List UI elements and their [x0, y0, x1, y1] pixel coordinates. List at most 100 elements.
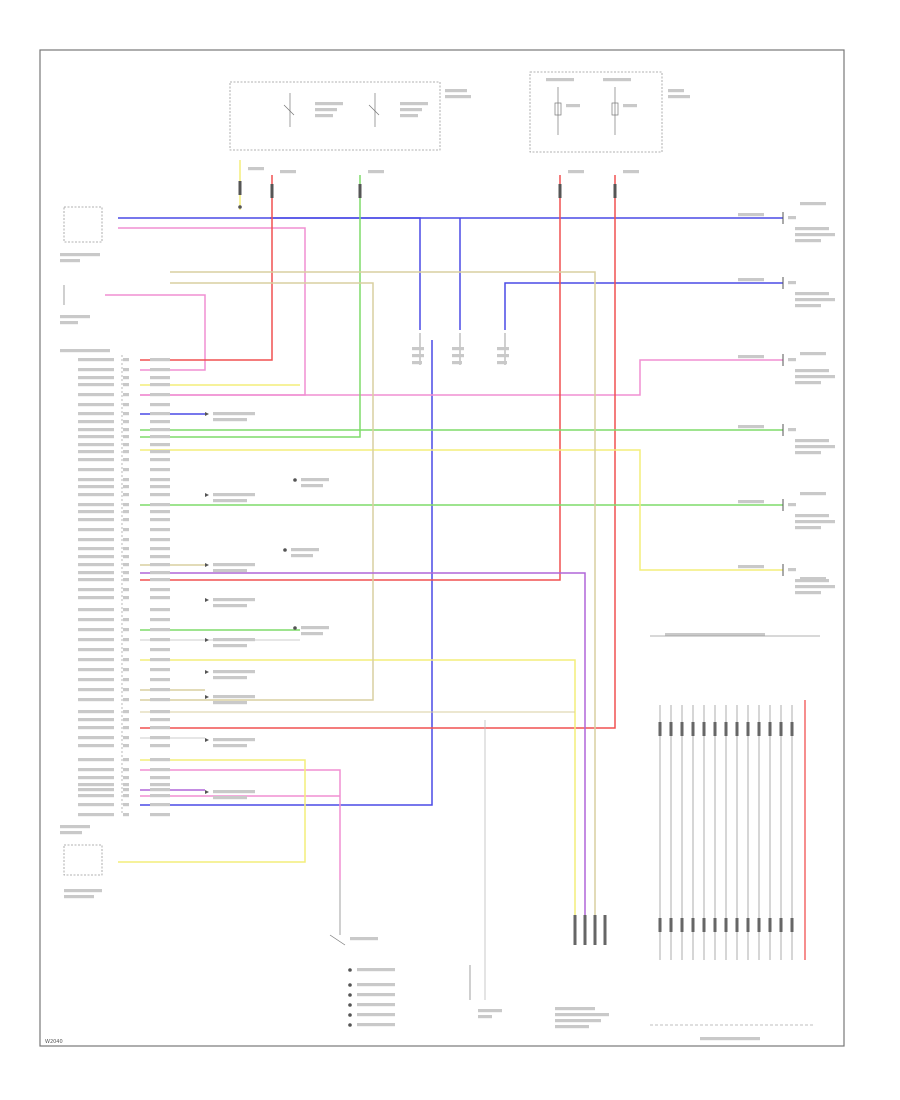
oxygen-sensor-label-b	[64, 895, 94, 899]
ecm-pin-number-42	[123, 736, 129, 740]
ecm-pin-number-51	[123, 813, 129, 817]
ecm-arrow-label-a-1	[213, 493, 255, 497]
ecm-pin-name-3	[78, 383, 114, 387]
ecm-pin-name-51	[78, 813, 114, 817]
ecm-pin-name-45	[78, 768, 114, 772]
ecm-pin-number-39	[123, 710, 129, 714]
ecm-pin-number-34	[123, 658, 129, 662]
ecm-pin-number-9	[123, 435, 129, 439]
brake-target-dot-5	[348, 1023, 352, 1027]
ecm-pin-number-15	[123, 485, 129, 489]
right-comp-label-b-coolant	[795, 585, 835, 589]
ecm-arrow-7	[205, 738, 209, 742]
top-connector-4	[238, 181, 242, 195]
ecm-pin-name-41	[78, 726, 114, 730]
ecm-pin-name-18	[78, 510, 114, 514]
fuse-box-right-outline	[529, 71, 663, 153]
ecm-pin-number-46	[123, 776, 129, 780]
ecm-arrow-label-a-4	[213, 638, 255, 642]
top-connector-3	[613, 184, 617, 198]
ecm-pin-name-50	[78, 803, 114, 807]
right-comp-label-b-vss	[795, 520, 835, 524]
ecm-pin-number-41	[123, 726, 129, 730]
ecm-pin-color-41	[150, 726, 170, 730]
ecm-pin-name-0	[78, 358, 114, 362]
ecm-pin-number-3	[123, 383, 129, 387]
ground-conn-bottom-6	[724, 918, 728, 932]
components-group	[60, 71, 835, 1041]
ecm-pin-number-44	[123, 758, 129, 762]
ecm-pin-number-0	[123, 358, 129, 362]
ecm-pin-number-40	[123, 718, 129, 722]
ground-conn-bottom-5	[713, 918, 717, 932]
ecm-pin-name-48	[78, 788, 114, 792]
ecm-pin-name-35	[78, 668, 114, 672]
brake-target-label-5	[357, 1023, 395, 1027]
brake-target-label-0	[357, 968, 395, 972]
ground-conn-top-6	[724, 722, 728, 736]
brake-target-label-3	[357, 1003, 395, 1007]
ecm-arrow-label-a-7	[213, 738, 255, 742]
ground-conn-top-0	[658, 722, 662, 736]
ground-conn-top-10	[768, 722, 772, 736]
ecm-pin-color-46	[150, 776, 170, 780]
ecm-pin-number-13	[123, 468, 129, 472]
ecm-pin-color-22	[150, 547, 170, 551]
ecm-arrow-6	[205, 695, 209, 699]
fuse-box-label-b	[445, 95, 471, 99]
fuse-box-name-a	[668, 89, 684, 93]
ecm-pin-name-1	[78, 368, 114, 372]
top-connector-label-3	[623, 170, 639, 174]
ecm-pin-name-15	[78, 485, 114, 489]
ecm-pin-number-11	[123, 450, 129, 454]
right-wire-color-coolant	[738, 565, 764, 569]
right-connector-pin-vss	[788, 503, 796, 507]
ground-conn-top-9	[757, 722, 761, 736]
ecm-pin-color-29	[150, 608, 170, 612]
ecm-pin-name-26	[78, 578, 114, 582]
wire-blue-b	[270, 217, 421, 330]
ecm-pin-number-18	[123, 510, 129, 514]
ecm-pin-color-24	[150, 563, 170, 567]
fuse-box-name-b	[668, 95, 690, 99]
brake-pedal-switch-arm	[329, 934, 346, 946]
ecm-pin-number-31	[123, 628, 129, 632]
right-comp-label-a-vss	[795, 514, 829, 518]
wire-green-a	[140, 175, 361, 438]
diagram-frame-group: W2040	[39, 49, 845, 1047]
ecm-pin-color-35	[150, 668, 170, 672]
ecm-bottom-label-a	[60, 825, 90, 829]
side-dot-label-a-1	[291, 548, 319, 552]
ecm-pin-name-14	[78, 478, 114, 482]
ecm-pin-name-13	[78, 468, 114, 472]
ecm-pin-color-13	[150, 468, 170, 472]
ecm-pin-number-19	[123, 518, 129, 522]
brake-switch-label-a	[60, 315, 90, 319]
ecm-pin-color-3	[150, 383, 170, 387]
side-dot-label-a-2	[301, 626, 329, 630]
bottom-connector-0	[573, 915, 577, 945]
top-connector-2	[558, 184, 562, 198]
ecm-pin-name-44	[78, 758, 114, 762]
wire-tan-a	[170, 271, 596, 915]
ground-conn-bottom-8	[746, 918, 750, 932]
ecm-arrow-label-b-6	[213, 701, 247, 705]
ecm-pin-number-47	[123, 783, 129, 787]
ground-conn-top-11	[779, 722, 783, 736]
ecm-pin-name-37	[78, 688, 114, 692]
ecm-pin-color-38	[150, 698, 170, 702]
ecm-pin-color-7	[150, 420, 170, 424]
ground-conn-top-8	[746, 722, 750, 736]
right-comp-label-c-fuel-pump	[795, 451, 821, 455]
ecm-pin-number-8	[123, 428, 129, 432]
right-comp-label-c-abs	[795, 304, 821, 308]
ecm-pin-number-20	[123, 528, 129, 532]
top-connector-label-1	[368, 170, 384, 174]
ecm-pin-color-47	[150, 783, 170, 787]
ecm-pin-color-42	[150, 736, 170, 740]
ecm-pin-name-12	[78, 458, 114, 462]
ecm-pin-name-34	[78, 658, 114, 662]
ecm-arrow-label-b-3	[213, 604, 247, 608]
relay-label2-0	[315, 108, 337, 112]
brake-switch-label-b	[60, 321, 78, 325]
